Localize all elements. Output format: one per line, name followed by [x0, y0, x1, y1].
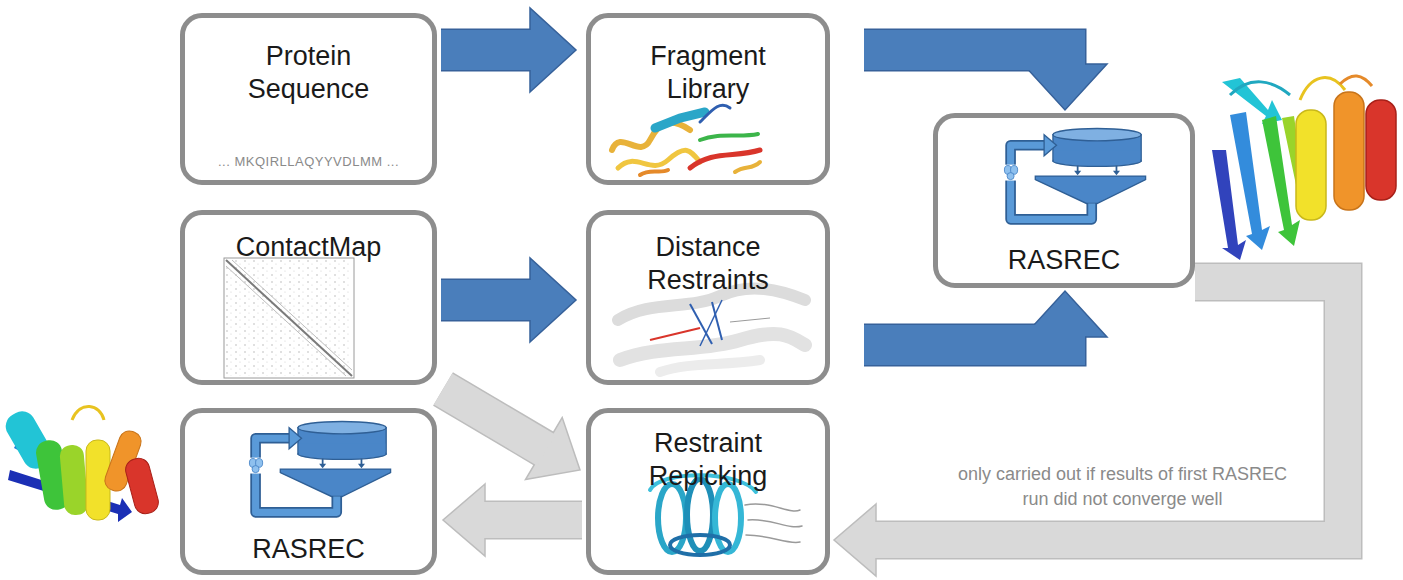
arrow-shaft [864, 50, 1065, 67]
box-title: Restraint Repicking [618, 427, 798, 493]
arrow-head [834, 504, 876, 576]
block-arrow [864, 50, 1107, 110]
process-box: Restraint Repicking [586, 408, 830, 575]
rasrec-icon [1002, 128, 1146, 219]
fragment-illustration [612, 105, 760, 175]
contact-map-image [224, 258, 354, 378]
box-title: RASREC [1008, 244, 1121, 277]
arrow-shaft-outline [876, 282, 1343, 540]
block-arrow [441, 258, 576, 342]
process-box: RASREC [180, 408, 437, 575]
arrow-shaft [443, 389, 546, 450]
process-box: RASREC [933, 113, 1195, 288]
arrow-shaft [482, 502, 582, 538]
block-arrow [834, 282, 1343, 576]
box-title: ContactMap [236, 231, 382, 264]
block-arrow [441, 8, 576, 92]
arrow-head [530, 8, 576, 92]
box-title: Distance Restraints [618, 231, 798, 297]
process-box: Fragment Library [586, 13, 830, 185]
arrow-head [1023, 64, 1107, 110]
arrow-shaft [864, 334, 1065, 345]
arrow-head [443, 484, 485, 556]
process-box: Protein Sequence ... MKQIRLLAQYYVDLMM ... [180, 13, 437, 185]
protein-structure [1212, 76, 1396, 260]
sequence-text: ... MKQIRLLAQYYVDLMM ... [218, 154, 399, 170]
note-text: only carried out if results of first RAS… [955, 462, 1290, 512]
block-arrow [443, 389, 580, 480]
arrow-head [530, 258, 576, 342]
arrow-shaft [441, 30, 533, 70]
process-box: ContactMap [180, 210, 437, 385]
box-title: Protein Sequence [214, 40, 404, 106]
rasrec-icon [247, 421, 391, 512]
box-title: RASREC [252, 533, 365, 566]
box-title: Fragment Library [618, 40, 798, 106]
block-arrow [864, 291, 1107, 345]
process-box: Distance Restraints [586, 210, 830, 385]
arrow-shaft [441, 280, 533, 320]
protein-structure [1, 406, 161, 522]
arrow-shaft [873, 282, 1343, 540]
restraints-illustration [618, 288, 805, 372]
block-arrow [443, 484, 582, 556]
